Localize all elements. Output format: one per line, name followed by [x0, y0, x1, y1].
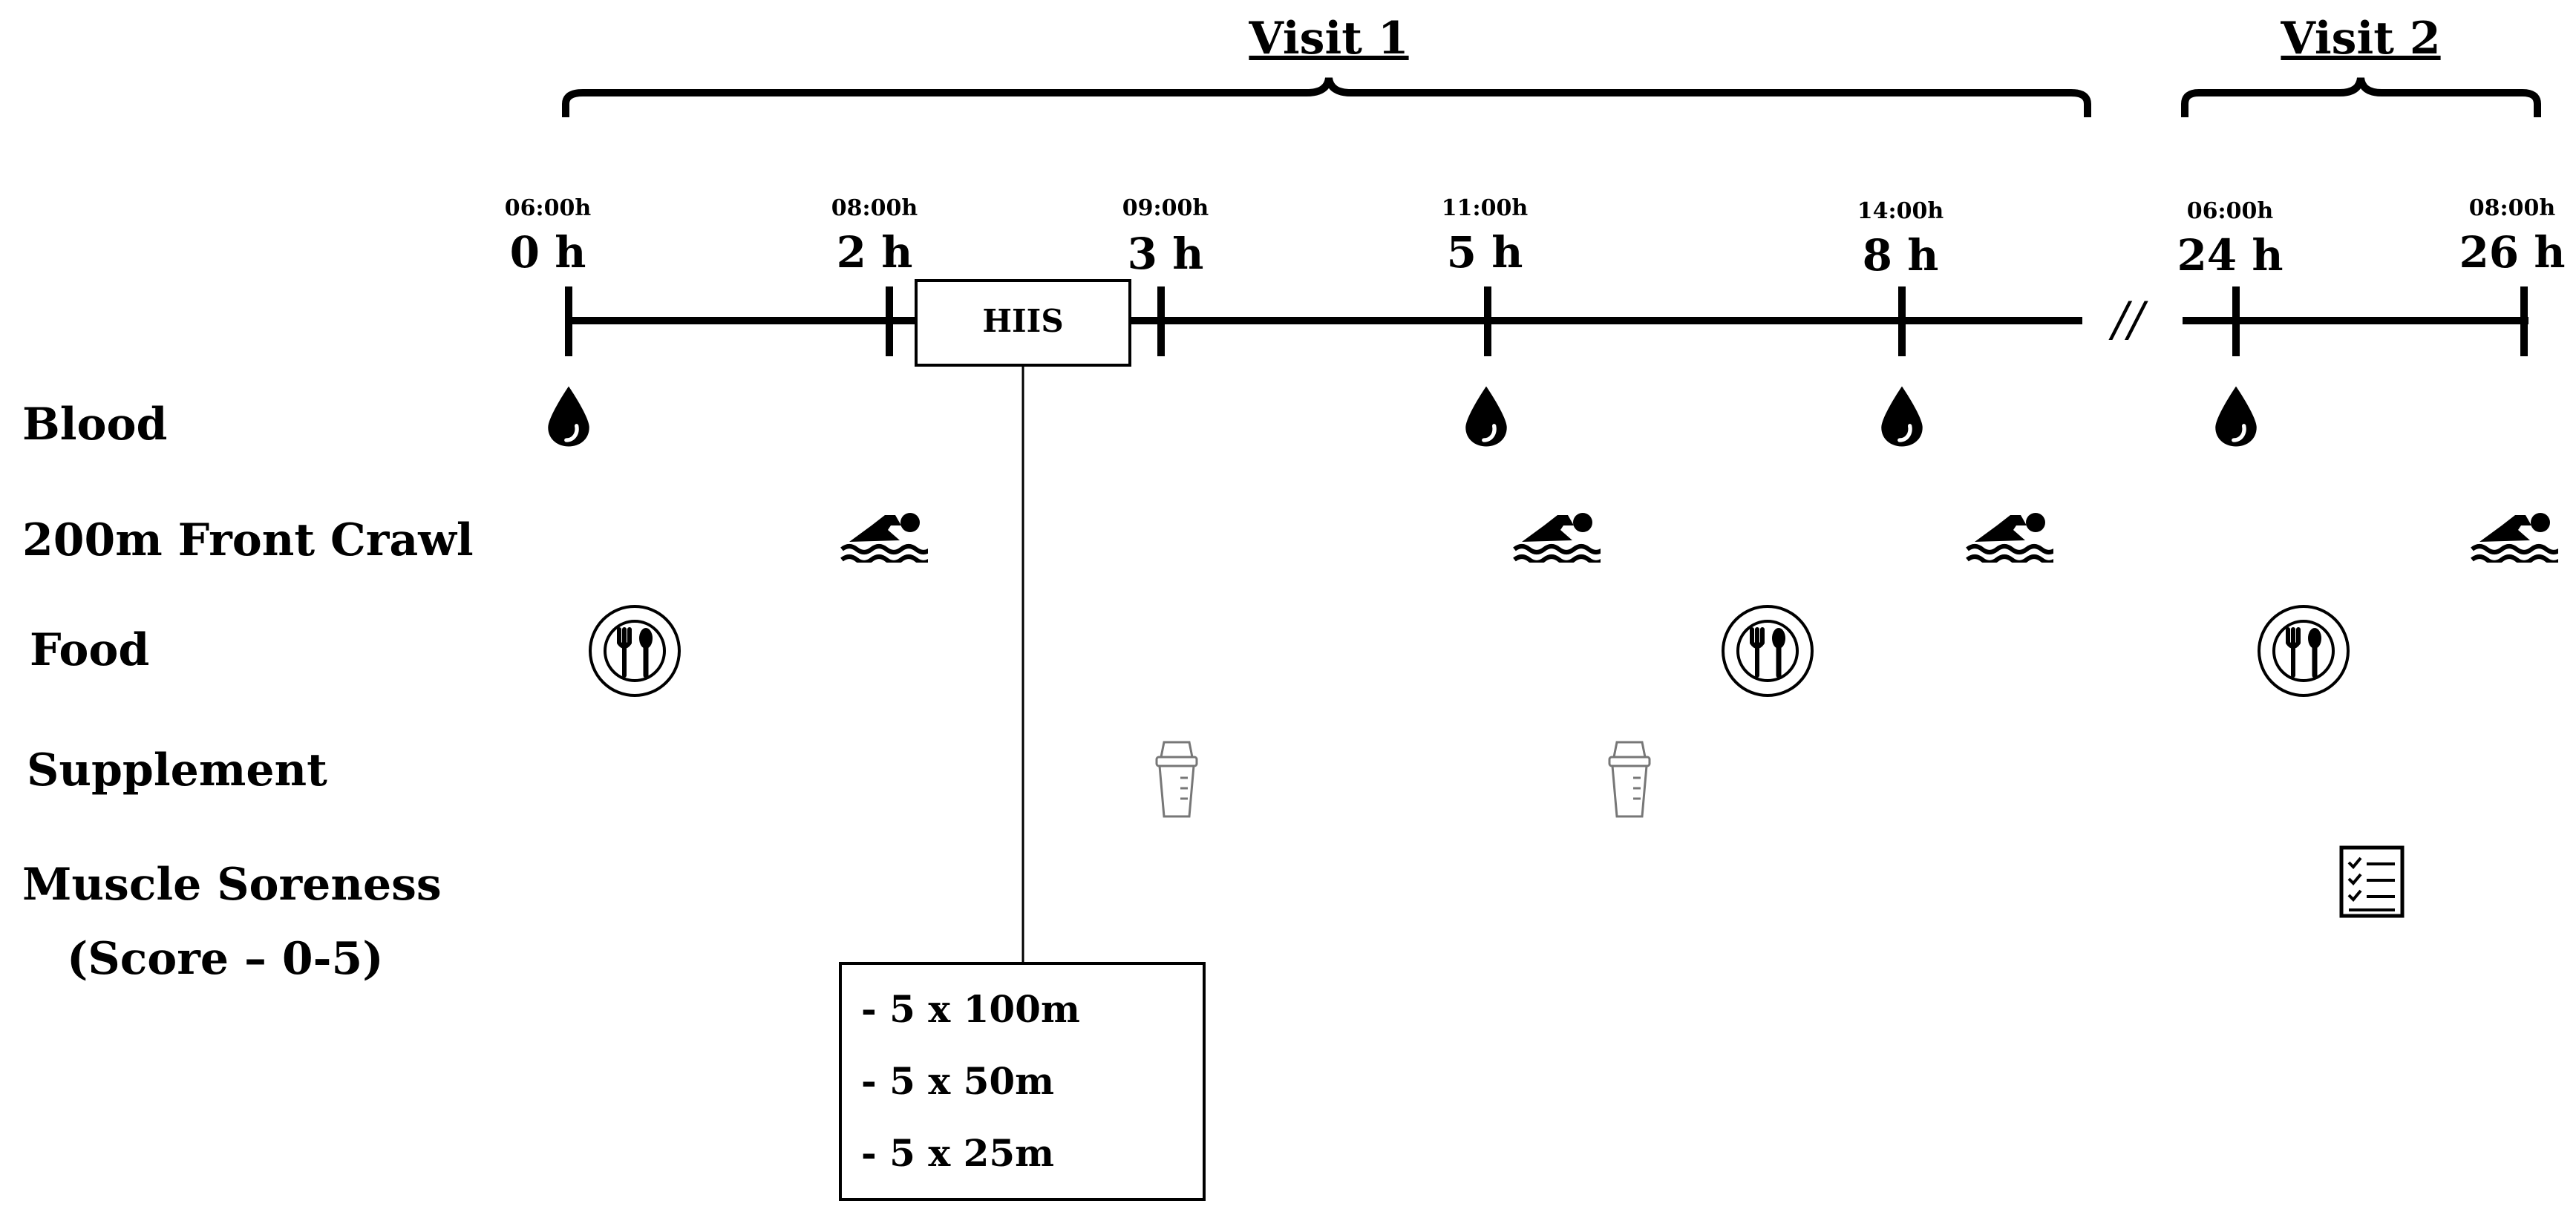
hour-label: 5 h — [1447, 227, 1523, 278]
clock-label: 11:00h — [1442, 195, 1529, 221]
timepoint-26h: 08:00h 26 h — [2459, 195, 2566, 356]
shaker-bottle-icon — [1608, 741, 1651, 818]
plate-cutlery-icon — [2259, 606, 2348, 695]
blood-drop-icon — [1465, 386, 1506, 446]
timeline-break-mark: // — [2108, 292, 2148, 347]
clock-label: 06:00h — [2187, 198, 2274, 224]
blood-drop-icon — [1881, 386, 1922, 446]
hiis-set-1: - 5 x 100m — [861, 987, 1080, 1031]
row-label-supplement: Supplement — [27, 744, 327, 796]
hiis-sets-box: - 5 x 100m - 5 x 50m - 5 x 25m — [839, 962, 1206, 1201]
visit-1-bracket: Visit 1 — [562, 13, 2091, 117]
row-label-front-crawl: 200m Front Crawl — [22, 514, 474, 566]
timepoint-2h: 08:00h 2 h — [831, 195, 918, 356]
row-label-soreness-score: (Score – 0-5) — [67, 933, 384, 985]
row-label-muscle-soreness: Muscle Soreness — [22, 859, 442, 911]
row-label-blood: Blood — [22, 399, 168, 451]
timepoint-8h: 14:00h 8 h — [1857, 198, 1944, 356]
plate-cutlery-icon — [590, 606, 679, 695]
clock-label: 14:00h — [1857, 198, 1944, 224]
hour-label: 0 h — [510, 227, 586, 278]
hour-label: 26 h — [2459, 227, 2565, 278]
timepoint-24h: 06:00h 24 h — [2177, 198, 2284, 356]
timepoint-5h: 11:00h 5 h — [1442, 195, 1529, 356]
swimmer-icon — [1967, 513, 2056, 563]
blood-drop-icon — [2215, 386, 2256, 446]
plate-cutlery-icon — [1723, 606, 1812, 695]
visit-1-label: Visit 1 — [1248, 13, 1408, 65]
hiis-set-3: - 5 x 25m — [861, 1131, 1054, 1175]
swimmer-icon — [1514, 513, 1604, 563]
timepoint-0h: 06:00h 0 h — [505, 195, 592, 356]
timepoint-3h: 09:00h 3 h — [1122, 195, 1209, 356]
swimmer-icon — [2472, 513, 2561, 563]
row-label-food: Food — [30, 624, 149, 676]
swimmer-icon — [842, 513, 931, 563]
hour-label: 3 h — [1128, 229, 1204, 279]
hour-label: 2 h — [837, 227, 913, 278]
visit-2-label: Visit 2 — [2280, 13, 2440, 65]
clock-label: 08:00h — [2469, 195, 2556, 221]
hiis-label: HIIS — [982, 303, 1063, 339]
shaker-bottle-icon — [1155, 741, 1198, 818]
clock-label: 06:00h — [505, 195, 592, 221]
hiis-set-2: - 5 x 50m — [861, 1059, 1054, 1103]
hour-label: 8 h — [1863, 230, 1939, 281]
checklist-icon — [2341, 848, 2402, 916]
hour-label: 24 h — [2177, 230, 2283, 281]
hiis-box: HIIS — [915, 279, 1131, 367]
clock-label: 09:00h — [1122, 195, 1209, 221]
visit-2-bracket: Visit 2 — [2181, 13, 2541, 117]
clock-label: 08:00h — [831, 195, 918, 221]
blood-drop-icon — [548, 386, 589, 446]
